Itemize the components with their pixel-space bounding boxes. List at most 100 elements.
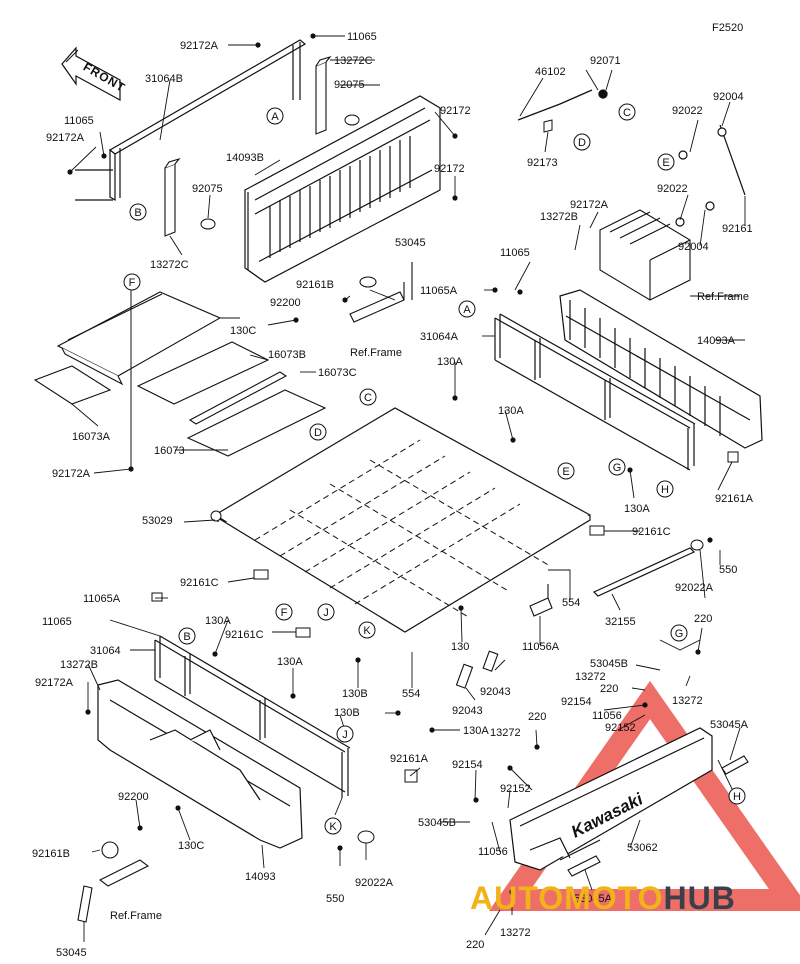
svg-text:31064B: 31064B <box>145 73 183 85</box>
svg-text:13272C: 13272C <box>150 259 189 271</box>
strip-16073C <box>188 371 288 425</box>
latch-53045A-bottom <box>567 855 601 877</box>
mat-16073 <box>186 389 327 457</box>
svg-text:Ref.Frame: Ref.Frame <box>110 910 162 922</box>
svg-text:220: 220 <box>600 683 618 695</box>
svg-text:Ref.Frame: Ref.Frame <box>350 347 402 359</box>
washer-92022A-left <box>357 830 375 844</box>
svg-text:J: J <box>323 607 329 619</box>
svg-text:K: K <box>363 625 371 637</box>
bracket-11056A <box>529 584 553 617</box>
svg-text:130A: 130A <box>205 615 231 627</box>
svg-text:F: F <box>281 607 288 619</box>
rail-31064B <box>75 39 307 202</box>
svg-text:92071: 92071 <box>590 55 621 67</box>
cushion-92161C-b <box>295 627 311 638</box>
svg-text:92154: 92154 <box>452 759 483 771</box>
svg-text:53045B: 53045B <box>418 817 456 829</box>
svg-text:53029: 53029 <box>142 515 173 527</box>
svg-text:13272: 13272 <box>490 727 521 739</box>
pin-92161 <box>675 124 746 227</box>
svg-text:550: 550 <box>326 893 344 905</box>
svg-text:130C: 130C <box>178 840 204 852</box>
svg-text:53045A: 53045A <box>574 893 613 905</box>
callout-letters: A B C D E F A C D E G H F J K B J K G H <box>129 107 741 833</box>
cushion-92161C-a <box>253 569 269 580</box>
svg-text:92075: 92075 <box>192 183 223 195</box>
svg-text:13272B: 13272B <box>60 659 98 671</box>
svg-text:92152: 92152 <box>500 783 531 795</box>
svg-text:11056A: 11056A <box>522 641 560 653</box>
svg-text:92200: 92200 <box>118 791 149 803</box>
svg-text:92022: 92022 <box>672 105 703 117</box>
svg-text:92172A: 92172A <box>570 199 609 211</box>
svg-text:92161A: 92161A <box>390 753 429 765</box>
svg-text:130A: 130A <box>437 356 463 368</box>
svg-text:92022A: 92022A <box>675 582 714 594</box>
svg-text:H: H <box>661 484 669 496</box>
svg-text:92173: 92173 <box>527 157 558 169</box>
svg-text:13272C: 13272C <box>334 55 373 67</box>
svg-text:D: D <box>314 427 322 439</box>
svg-text:92172: 92172 <box>434 163 465 175</box>
svg-text:G: G <box>675 628 684 640</box>
svg-text:11065A: 11065A <box>420 285 458 297</box>
washer-92075-mid <box>200 218 216 230</box>
svg-text:11065: 11065 <box>347 31 377 43</box>
svg-text:92161C: 92161C <box>632 526 671 538</box>
side-panel-14093A <box>559 289 763 449</box>
svg-text:H: H <box>733 791 741 803</box>
callout-circles <box>123 103 746 835</box>
latch-53045A-right <box>721 755 749 775</box>
svg-text:130A: 130A <box>624 503 650 515</box>
svg-text:13272: 13272 <box>500 927 531 939</box>
svg-text:554: 554 <box>562 597 580 609</box>
svg-text:J: J <box>342 729 348 741</box>
svg-text:53045A: 53045A <box>710 719 749 731</box>
svg-text:92004: 92004 <box>713 91 744 103</box>
svg-text:C: C <box>364 392 372 404</box>
washer-92075-top <box>344 114 360 126</box>
washer-92022A-right <box>690 539 704 551</box>
rail-31064A <box>494 313 696 471</box>
bracket-13272C-top <box>315 55 332 135</box>
svg-text:550: 550 <box>719 564 737 576</box>
latch-53045-top <box>349 262 413 323</box>
svg-text:11065A: 11065A <box>83 593 121 605</box>
svg-text:46102: 46102 <box>535 66 566 78</box>
svg-text:92161A: 92161A <box>715 493 754 505</box>
svg-text:92172A: 92172A <box>35 677 74 689</box>
svg-text:130A: 130A <box>277 656 303 668</box>
svg-text:E: E <box>562 466 569 478</box>
svg-text:11056: 11056 <box>478 846 508 858</box>
rod-46102 <box>517 89 608 133</box>
svg-text:130B: 130B <box>334 707 360 719</box>
latch-53045-left <box>77 841 150 923</box>
bar-32155 <box>592 547 696 597</box>
svg-text:92161B: 92161B <box>296 279 334 291</box>
svg-text:13272B: 13272B <box>540 211 578 223</box>
svg-text:16073A: 16073A <box>72 431 111 443</box>
svg-text:92172A: 92172A <box>180 40 219 52</box>
svg-text:220: 220 <box>528 711 546 723</box>
collars-92043 <box>455 650 499 689</box>
svg-text:92043: 92043 <box>452 705 483 717</box>
svg-text:14093A: 14093A <box>697 335 736 347</box>
svg-text:11056: 11056 <box>592 710 622 722</box>
svg-text:92043: 92043 <box>480 686 511 698</box>
svg-text:G: G <box>613 462 622 474</box>
leader-lines <box>69 35 746 942</box>
svg-text:92172: 92172 <box>440 105 471 117</box>
svg-text:130A: 130A <box>498 405 524 417</box>
svg-text:53045: 53045 <box>56 947 87 959</box>
svg-text:D: D <box>578 137 586 149</box>
tailgate-53062 <box>509 727 713 871</box>
watermark-logo: AUTOMOTOHUB <box>470 880 736 917</box>
svg-text:E: E <box>662 157 669 169</box>
svg-text:16073C: 16073C <box>318 367 357 379</box>
svg-text:92152: 92152 <box>605 722 636 734</box>
svg-text:130: 130 <box>451 641 469 653</box>
svg-text:B: B <box>183 631 190 643</box>
svg-text:92022: 92022 <box>657 183 688 195</box>
svg-text:A: A <box>271 111 279 123</box>
